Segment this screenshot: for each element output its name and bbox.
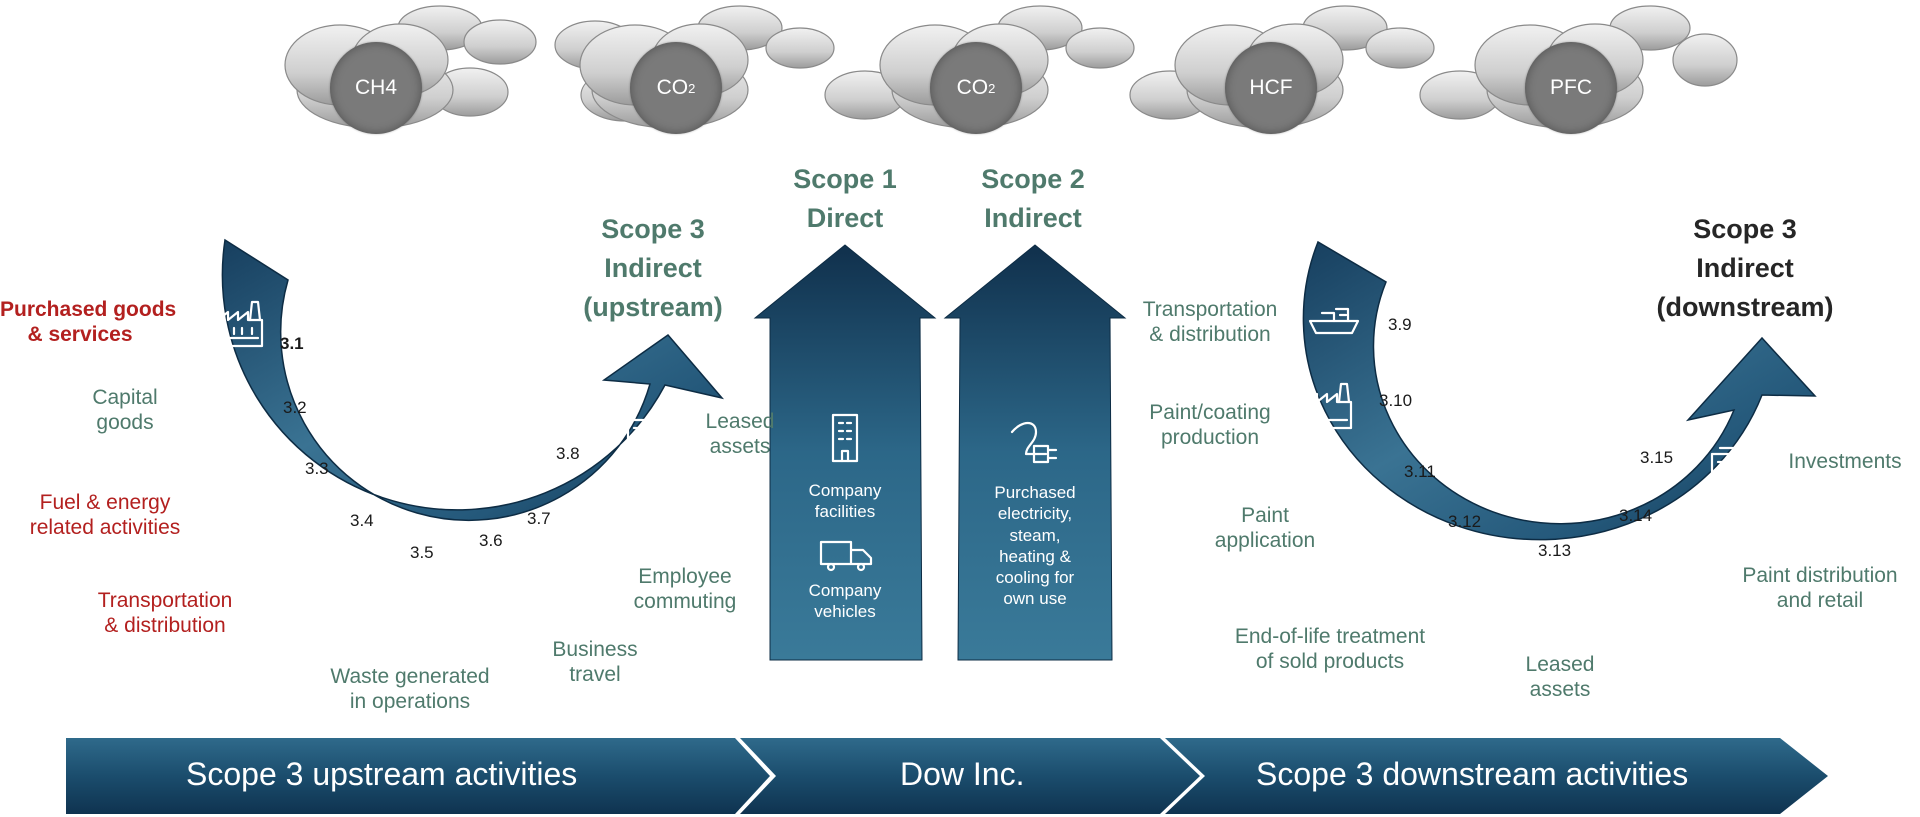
number-3-2: 3.2	[283, 398, 307, 417]
building-icon	[1546, 585, 1574, 635]
gas-subscript: 2	[988, 80, 996, 96]
upstream-curved-arrow	[221, 238, 725, 522]
gas-circle-pfc: PFC	[1525, 42, 1617, 134]
store-icon	[1665, 538, 1713, 580]
bottom-chevron-bar	[66, 738, 1828, 814]
gas-label: HCF	[1249, 76, 1293, 99]
fuel-cart-icon	[231, 491, 271, 526]
company-building-icon	[831, 413, 859, 463]
number-3-12: 3.12	[1448, 512, 1482, 531]
cargo-ship-icon	[1308, 307, 1360, 335]
number-3-1: 3.1	[280, 334, 304, 353]
label-investments: Investments	[1788, 450, 1902, 473]
number-3-15: 3.15	[1640, 448, 1674, 467]
scope3-upstream-title-line: (upstream)	[583, 292, 723, 323]
number-3-4: 3.4	[350, 511, 374, 530]
cargo-ship-icon	[290, 560, 342, 588]
scope1-title-line: Direct	[806, 203, 884, 234]
gear-truck-icon	[205, 392, 259, 435]
number-3-11: 3.11	[1404, 462, 1436, 481]
scope3-upstream-title-line: Indirect	[604, 253, 702, 284]
number-3-10: 3.10	[1379, 391, 1413, 410]
factory-icon	[1305, 382, 1353, 430]
factory-icon	[216, 300, 264, 348]
number-3-9: 3.9	[1388, 315, 1412, 334]
scope2-title-line: Scope 2	[981, 164, 1085, 194]
power-plug-icon	[1010, 421, 1058, 464]
number-3-8: 3.8	[556, 444, 580, 463]
airplane-icon	[489, 575, 533, 613]
scope1-title: Scope 1 Direct	[778, 160, 912, 238]
label-downstream-transportation: Transportation& distribution	[1142, 298, 1278, 346]
scope3-upstream-title-line: Scope 3	[601, 214, 705, 244]
recycle-bin-icon	[1416, 571, 1452, 609]
paint-can-icon	[1339, 483, 1379, 535]
scope3-upstream-title: Scope 3 Indirect (upstream)	[558, 210, 748, 327]
gas-subscript: 2	[688, 80, 696, 96]
gas-circle-hcf: HCF	[1225, 42, 1317, 134]
number-3-7: 3.7	[527, 509, 551, 528]
scope3-downstream-title-line: (downstream)	[1656, 292, 1834, 323]
money-stack-icon	[1710, 446, 1758, 490]
bar-label-upstream: Scope 3 upstream activities	[186, 756, 578, 792]
scope2-description-text: Purchased electricity, steam, heating & …	[994, 483, 1076, 609]
scope1-title-line: Scope 1	[793, 164, 897, 194]
gas-label: CO	[656, 76, 689, 99]
scope2-title: Scope 2 Indirect	[966, 160, 1100, 238]
gas-circle-ch4: CH4	[330, 42, 422, 134]
number-3-3: 3.3	[305, 459, 329, 478]
number-3-6: 3.6	[479, 531, 503, 550]
number-3-5: 3.5	[410, 543, 434, 562]
scope2-title-line: Indirect	[984, 203, 1082, 234]
gas-label: CO	[956, 76, 989, 99]
scope1-up-arrow	[753, 244, 937, 661]
building-icon	[626, 418, 654, 468]
scope3-downstream-title: Scope 3 Indirect (downstream)	[1632, 210, 1858, 327]
scope3-downstream-title-line: Indirect	[1696, 253, 1794, 284]
scope3-downstream-title-line: Scope 3	[1693, 214, 1797, 244]
bar-label-dow: Dow Inc.	[900, 756, 1025, 792]
bar-label-downstream: Scope 3 downstream activities	[1256, 756, 1689, 792]
number-3-13: 3.13	[1538, 541, 1572, 560]
train-icon	[557, 547, 611, 569]
gas-label: PFC	[1550, 76, 1592, 99]
downstream-curved-arrow	[1302, 240, 1817, 541]
label-purchased-goods: Purchased goods& services	[0, 298, 177, 346]
waste-bag-icon	[398, 585, 430, 623]
company-truck-icon	[819, 540, 873, 572]
gas-label: CH4	[354, 76, 397, 99]
number-3-14: 3.14	[1619, 506, 1653, 525]
label-upstream-transportation: Transportation& distribution	[97, 589, 233, 637]
